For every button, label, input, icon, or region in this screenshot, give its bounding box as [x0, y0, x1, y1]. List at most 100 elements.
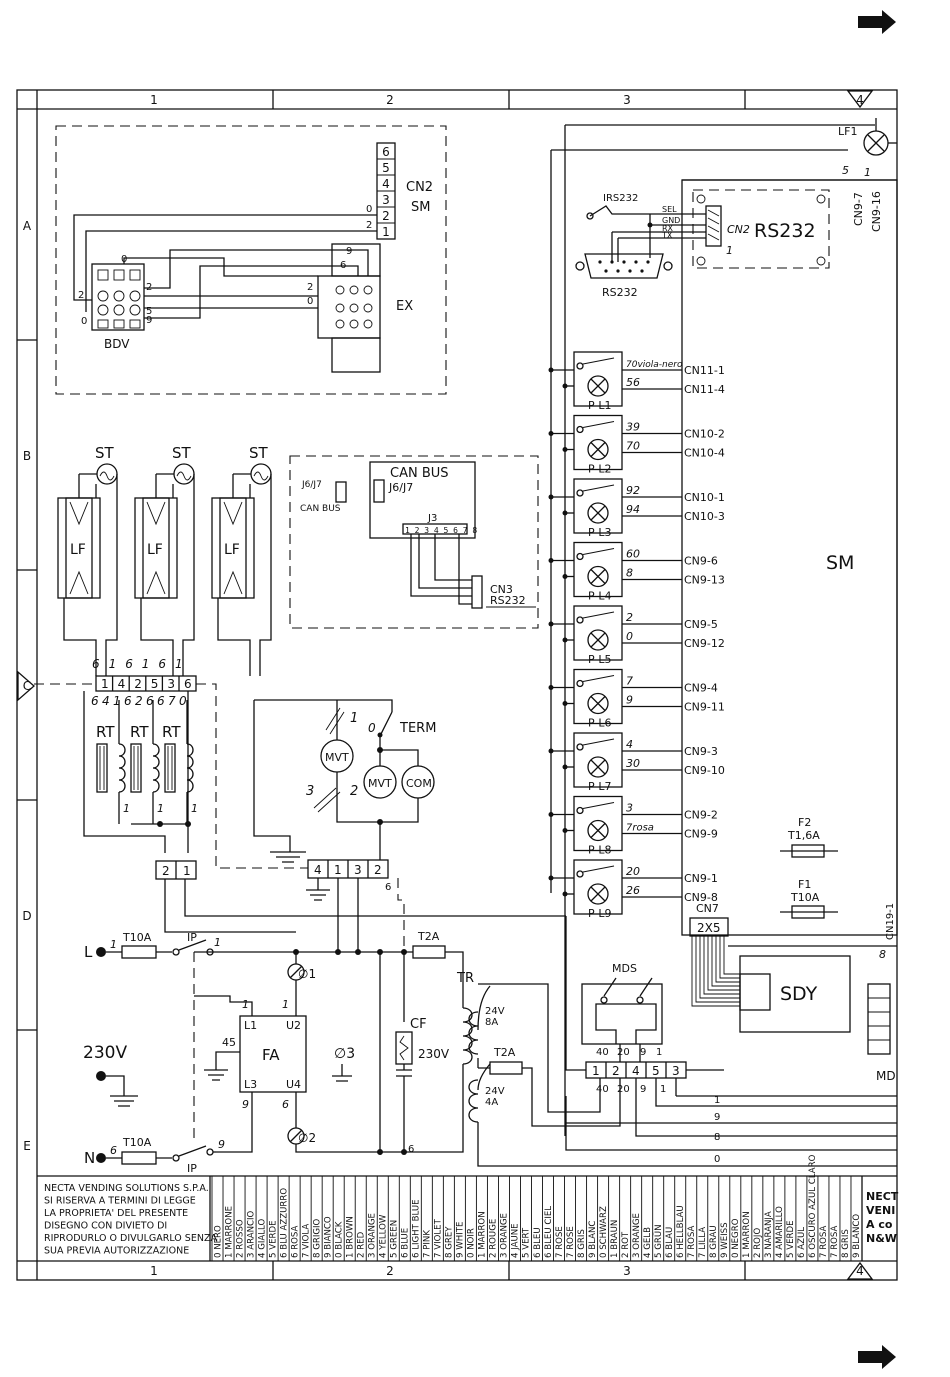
rs232-box-label: RS232	[754, 220, 816, 242]
svg-text:J6/J7: J6/J7	[388, 481, 413, 494]
svg-text:1 2 3 4 5 6 7 8: 1 2 3 4 5 6 7 8	[405, 526, 477, 535]
legend-color-entry: 5 VERDE	[268, 1220, 278, 1258]
bdv-ex-dashed-box	[55, 125, 447, 395]
svg-text:RS232: RS232	[490, 594, 526, 607]
legend-color-entry: 1 BROWN	[345, 1216, 355, 1258]
svg-text:IP: IP	[187, 1162, 197, 1175]
legend-color-entry: 4 JAUNE	[511, 1223, 521, 1258]
legend-color-entry: 2 ROT	[621, 1231, 631, 1258]
legend-color-entry: 2 ROJO	[753, 1228, 763, 1258]
lf-label: LF	[224, 542, 240, 558]
legend-color-entry: 5 VERT	[522, 1227, 532, 1258]
svg-text:8A: 8A	[485, 1017, 498, 1028]
cn7-label: CN7	[696, 902, 719, 915]
connector-pin-label: CN10-2	[684, 428, 725, 441]
wire-number: 1	[109, 657, 117, 671]
svg-text:T10A: T10A	[790, 891, 820, 904]
j3-label: J3	[427, 513, 437, 524]
md-label: MD	[876, 1069, 896, 1083]
svg-text:1: 1	[656, 1047, 662, 1058]
center-marker-bottom	[846, 1261, 874, 1280]
legend-color-entry: 8 GRIS	[577, 1229, 587, 1258]
fuse-t10a-l	[121, 945, 157, 959]
cn2-pin: 2	[382, 209, 390, 223]
svg-text:4: 4	[632, 1064, 640, 1078]
ex-connector: EX 2 0 9 6	[307, 243, 413, 373]
legend-color-entry: 4 GELB	[643, 1227, 653, 1258]
terminal-number: 2	[134, 677, 142, 691]
svg-text:IP: IP	[187, 931, 197, 944]
cn2-rs232-header	[705, 205, 722, 247]
legend-color-entry: 7 ROSA	[830, 1225, 840, 1258]
col-label-1-bottom: 1	[150, 1264, 158, 1278]
svg-text:5: 5	[146, 306, 152, 317]
bdv-label: BDV	[104, 337, 130, 351]
lf-label: LF	[70, 542, 86, 558]
svg-text:2: 2	[162, 864, 170, 878]
connector-pin-label: CN10-1	[684, 491, 725, 504]
svg-text:0: 0	[307, 296, 313, 307]
wire-number: 1	[191, 802, 198, 815]
cn2-pin: 5	[382, 161, 390, 175]
legend-color-entry: 7 PINK	[423, 1230, 433, 1258]
wire-number: 7rosa	[626, 823, 654, 834]
legend-color-entry: 6 BLUE	[401, 1228, 411, 1258]
wire-number: 94	[626, 503, 640, 516]
cn2-sm-connector: 6 5 4 3 2 1 CN2 SM	[376, 142, 433, 240]
irs232-label: IRS232	[603, 193, 638, 204]
svg-text:T10A: T10A	[122, 931, 152, 944]
legend-color-entry: 9 BIANCO	[323, 1216, 333, 1258]
wire-number: 92	[626, 484, 640, 497]
sdy-label: SDY	[780, 983, 818, 1005]
svg-text:F2: F2	[798, 816, 811, 829]
cn19-label: CN19-1	[885, 903, 896, 940]
svg-text:6: 6	[408, 1144, 414, 1155]
terminal-number: 5	[151, 677, 159, 691]
company-line: NECT	[866, 1190, 899, 1203]
wire-number: 1	[157, 802, 164, 815]
wire-number: 6	[125, 657, 133, 671]
legend-color-entry: 3 NARANJA	[764, 1211, 774, 1258]
legend-color-entry: 6 BLAU	[665, 1227, 675, 1258]
sm-board-label: SM	[826, 552, 854, 574]
svg-text:SEL: SEL	[662, 205, 677, 214]
wire-number: 7	[626, 675, 633, 688]
svg-text:COM: COM	[406, 777, 432, 790]
legend-color-entry: 0 NOIR	[467, 1228, 477, 1258]
tr-label: TR	[456, 971, 474, 986]
connector-pin-label: CN9-11	[684, 701, 725, 714]
notice-line: RIPRODURLO O DIVULGARLO SENZA	[44, 1233, 217, 1244]
svg-text:2X5: 2X5	[697, 921, 721, 935]
svg-text:∅2: ∅2	[298, 1131, 316, 1145]
st-label: ST	[172, 444, 192, 462]
connector-pin-label: CN11-1	[684, 364, 725, 377]
svg-text:40: 40	[596, 1084, 609, 1095]
cn9-16-label: CN9-16	[870, 191, 883, 232]
svg-text:9: 9	[218, 1138, 225, 1151]
svg-text:1: 1	[214, 936, 221, 949]
terminal-l	[96, 947, 106, 957]
svg-text:2: 2	[374, 863, 382, 877]
svg-text:FA: FA	[262, 1046, 280, 1064]
connector-pin-label: CN9-6	[684, 555, 718, 568]
svg-text:6: 6	[385, 882, 391, 893]
svg-text:T2A: T2A	[417, 930, 440, 943]
legend-color-entry: 4 GIALLO	[257, 1218, 267, 1258]
connector-pin-label: CN9-8	[684, 891, 718, 904]
notice-line: SUA PREVIA AUTORIZZAZIONE	[44, 1246, 189, 1257]
svg-text:9: 9	[146, 315, 152, 326]
center-marker-left	[17, 670, 35, 702]
svg-text:9: 9	[346, 246, 352, 257]
col-label-2-bottom: 2	[386, 1264, 394, 1278]
connector-pin-label: CN9-3	[684, 745, 718, 758]
lamp-label: P-L9	[588, 907, 612, 920]
mds-switch	[581, 983, 663, 1045]
next-page-arrow-top	[858, 10, 896, 34]
svg-text:T10A: T10A	[122, 1136, 152, 1149]
cn2-pin: 1	[382, 225, 390, 239]
connector-pin-label: CN9-1	[684, 872, 718, 885]
